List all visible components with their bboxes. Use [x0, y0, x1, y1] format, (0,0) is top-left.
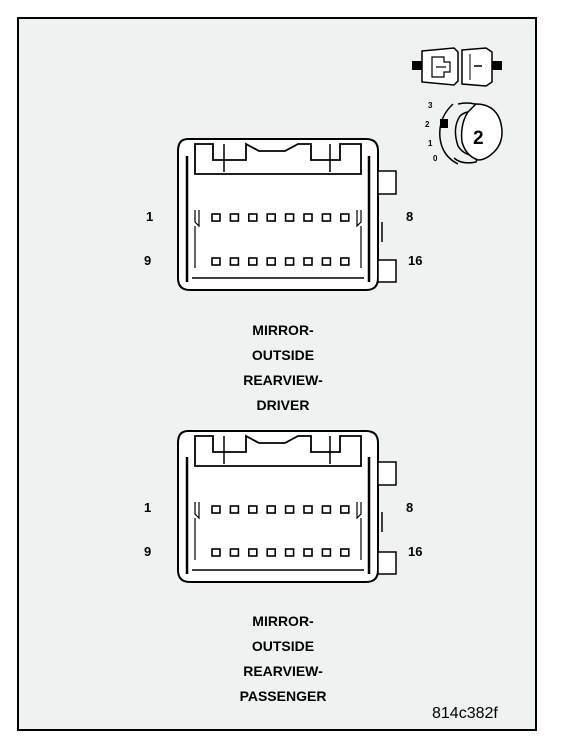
pin-cavity [211, 257, 221, 266]
pin-cavity [339, 257, 350, 266]
pin-cavity [266, 548, 277, 557]
pin-cavity [211, 548, 221, 557]
pin-cavity [303, 548, 313, 557]
lock-pos-1: 1 [428, 139, 433, 148]
lock-pos-3: 3 [428, 101, 433, 110]
pin-cavity [339, 505, 350, 514]
pin-cavity [248, 257, 258, 266]
pin-label-9: 9 [144, 544, 151, 559]
pin-cavity [303, 257, 313, 266]
pin-row-bottom [211, 548, 350, 557]
lock-pos-0: 0 [433, 154, 438, 163]
pin-row-top [211, 505, 350, 514]
label-line-3: REARVIEW- [243, 372, 323, 388]
pin-cavity [321, 257, 332, 266]
pin-cavity [303, 213, 313, 222]
label-line-4: PASSENGER [240, 688, 327, 704]
pin-cavity [229, 213, 240, 222]
figure-reference: 814c382f [432, 705, 498, 722]
pin-cavity [321, 505, 332, 514]
pin-cavity [321, 213, 332, 222]
pin-label-1: 1 [146, 209, 153, 224]
pin-cavity [211, 213, 221, 222]
pin-cavity [229, 505, 240, 514]
pin-cavity [284, 213, 295, 222]
pin-cavity [266, 213, 277, 222]
label-line-1: MIRROR- [252, 613, 314, 629]
pin-label-9: 9 [144, 253, 151, 268]
label-line-1: MIRROR- [252, 322, 314, 338]
pin-cavity [229, 257, 240, 266]
label-line-2: OUTSIDE [252, 638, 314, 654]
connector-halves-icon [412, 47, 502, 87]
pin-cavity [339, 213, 350, 222]
connector-driver-label: MIRROR- OUTSIDE REARVIEW- DRIVER [243, 322, 323, 413]
pin-cavity [248, 548, 258, 557]
pin-cavity [284, 548, 295, 557]
lock-pos-2: 2 [425, 120, 430, 129]
pin-cavity [266, 257, 277, 266]
pin-cavity [303, 505, 313, 514]
pin-cavity [248, 505, 258, 514]
pin-cavity [339, 548, 350, 557]
pin-row-top [211, 213, 350, 222]
label-line-4: DRIVER [257, 397, 310, 413]
pin-cavity [266, 505, 277, 514]
pin-row-bottom [211, 257, 350, 266]
pin-label-1: 1 [144, 500, 151, 515]
label-line-3: REARVIEW- [243, 663, 323, 679]
pin-label-8: 8 [406, 500, 413, 515]
pin-cavity [321, 548, 332, 557]
connector-driver: 1 8 9 16 [144, 138, 422, 291]
pin-cavity [284, 505, 295, 514]
pin-cavity [248, 213, 258, 222]
pin-cavity [211, 505, 221, 514]
pin-label-8: 8 [406, 209, 413, 224]
pin-cavity [284, 257, 295, 266]
lock-position-icon: 3 2 1 0 2 [425, 101, 503, 165]
pin-label-16: 16 [408, 544, 422, 559]
diagram-frame [17, 17, 537, 731]
label-line-2: OUTSIDE [252, 347, 314, 363]
pin-label-16: 16 [408, 253, 422, 268]
connector-passenger-label: MIRROR- OUTSIDE REARVIEW- PASSENGER [240, 613, 327, 704]
pin-cavity [229, 548, 240, 557]
lock-position-number: 2 [473, 128, 484, 149]
connector-passenger: 1 8 9 16 [144, 430, 422, 583]
